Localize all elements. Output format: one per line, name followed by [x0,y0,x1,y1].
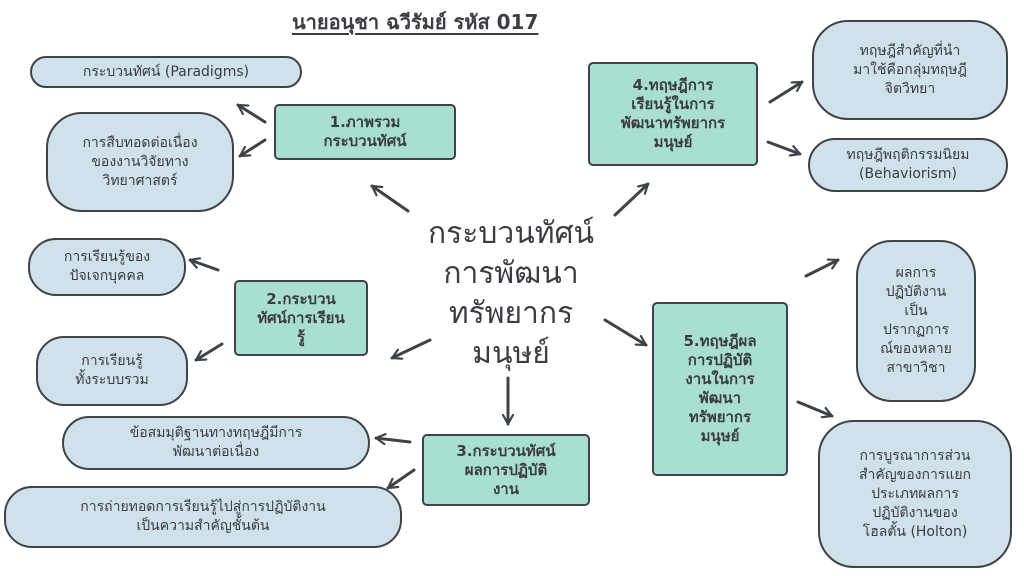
arrow-center-to-topic-2 [390,338,432,358]
arrow-topic-3-to-transfer [386,468,416,490]
arrow-center-to-topic-5 [603,318,648,347]
leaf-behaviorism-text: ทฤษฎีพฤติกรรมนิยม (Behaviorism) [846,147,970,182]
topic-1-label: 1.ภาพรวม กระบวนทัศน์ [323,113,407,150]
arrow-topic-5-to-holton [796,400,834,416]
arrow-center-to-topic-4 [613,182,650,217]
leaf-transfer: การถ่ายทอดการเรียนรู้ไปสู่การปฏิบัติงาน … [4,486,402,548]
topic-3-box: 3.กระบวนทัศน์ ผลการปฏิบัติ งาน [422,434,590,506]
leaf-individual: การเรียนรู้ของ ปัจเจกบุคคล [28,238,186,296]
topic-3-label: 3.กระบวนทัศน์ ผลการปฏิบัติ งาน [456,441,556,498]
topic-5-box: 5.ทฤษฎีผล การปฏิบัติ งานในการ พัฒนา ทรัพ… [652,302,788,476]
leaf-phenomenon: ผลการ ปฏิบัติงาน เป็น ปรากฏการ ณ์ของหลาย… [856,240,976,402]
leaf-paradigms: กระบวนทัศน์ (Paradigms) [30,56,302,88]
arrow-topic-3-to-assumption [374,438,412,442]
arrow-topic-1-to-research [238,138,267,158]
leaf-holton-text: การบูรณาการส่วน สำคัญของการแยก ประเภทผลก… [858,447,972,540]
arrow-topic-5-to-phenomenon [804,260,840,278]
leaf-transfer-text: การถ่ายทอดการเรียนรู้ไปสู่การปฏิบัติงาน … [80,499,326,534]
topic-4-label: 4.ทฤษฎีการ เรียนรู้ในการ พัฒนาทรัพยากร ม… [620,76,726,151]
leaf-research-text: การสืบทอดต่อเนื่อง ของงานวิจัยทาง วิทยาศ… [82,134,198,189]
topic-1-box: 1.ภาพรวม กระบวนทัศน์ [274,104,456,160]
leaf-behaviorism: ทฤษฎีพฤติกรรมนิยม (Behaviorism) [808,138,1008,192]
arrow-topic-2-to-overall [194,342,224,362]
leaf-phenomenon-text: ผลการ ปฏิบัติงาน เป็น ปรากฏการ ณ์ของหลาย… [880,265,952,376]
arrow-center-to-topic-1 [370,184,410,213]
leaf-overall: การเรียนรู้ ทั้งระบบรวม [36,336,188,406]
leaf-research: การสืบทอดต่อเนื่อง ของงานวิจัยทาง วิทยาศ… [46,112,234,212]
arrow-topic-4-to-behaviorism [766,140,802,154]
topic-2-label: 2.กระบวน ทัศน์การเรียน รู้ [257,289,345,346]
arrow-topic-2-to-individual [188,260,220,272]
leaf-overall-text: การเรียนรู้ ทั้งระบบรวม [75,353,149,388]
page-title: นายอนุชา ฉวีรัมย์ รหัส 017 [292,10,539,34]
leaf-holton: การบูรณาการส่วน สำคัญของการแยก ประเภทผลก… [818,420,1012,568]
leaf-psychology: ทฤษฎีสำคัญที่นำ มาใช้คือกลุ่มทฤษฎี จิตวิ… [812,20,1008,120]
leaf-assumption: ข้อสมมุติฐานทางทฤษฎีมีการ พัฒนาต่อเนื่อง [62,416,370,470]
topic-5-label: 5.ทฤษฎีผล การปฏิบัติ งานในการ พัฒนา ทรัพ… [683,332,757,445]
leaf-psychology-text: ทฤษฎีสำคัญที่นำ มาใช้คือกลุ่มทฤษฎี จิตวิ… [853,42,967,97]
topic-2-box: 2.กระบวน ทัศน์การเรียน รู้ [234,280,368,356]
arrow-topic-4-to-psychology [768,80,804,104]
leaf-paradigms-text: กระบวนทัศน์ (Paradigms) [82,63,250,80]
leaf-individual-text: การเรียนรู้ของ ปัจเจกบุคคล [63,249,151,284]
topic-4-box: 4.ทฤษฎีการ เรียนรู้ในการ พัฒนาทรัพยากร ม… [588,62,758,166]
leaf-assumption-text: ข้อสมมุติฐานทางทฤษฎีมีการ พัฒนาต่อเนื่อง [129,425,303,460]
central-concept: กระบวนทัศน์ การพัฒนา ทรัพยากร มนุษย์ [427,216,595,371]
arrow-topic-1-to-paradigms [236,103,267,124]
